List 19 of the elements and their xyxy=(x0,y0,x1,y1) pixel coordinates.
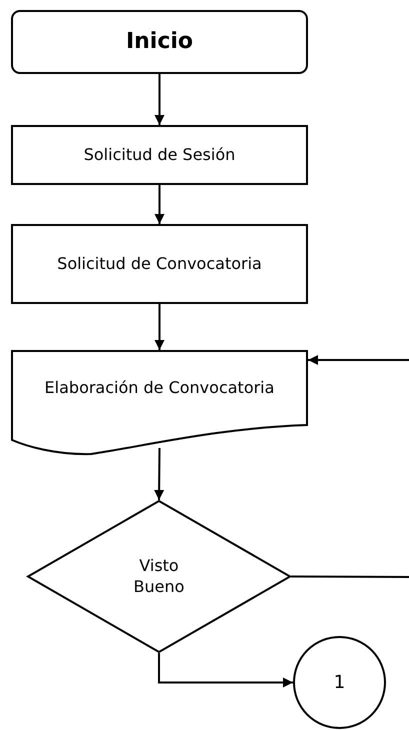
arrow xyxy=(154,185,164,224)
connector-circle xyxy=(293,636,386,729)
arrow xyxy=(154,74,164,125)
process-box xyxy=(11,224,308,304)
arrow xyxy=(308,355,409,365)
node-label: Solicitud de Sesión xyxy=(84,144,236,166)
node-label: 1 xyxy=(334,670,346,694)
node-label: Inicio xyxy=(126,28,194,56)
start-terminal xyxy=(11,10,308,74)
process-box xyxy=(11,125,308,185)
connector-line xyxy=(291,576,409,578)
node-label: Visto Bueno xyxy=(132,556,186,598)
node-label: Elaboración de Convocatoria xyxy=(44,378,274,398)
node-label: Solicitud de Convocatoria xyxy=(57,254,262,274)
arrow xyxy=(154,448,164,500)
arrow xyxy=(158,653,293,688)
decision-diamond xyxy=(27,500,291,653)
document-shape xyxy=(11,350,308,456)
arrow xyxy=(154,304,164,350)
